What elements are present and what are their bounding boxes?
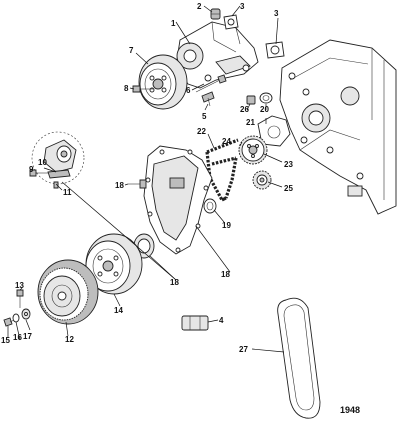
callout-19: 19 (222, 221, 231, 230)
bracket-10 (47, 169, 71, 179)
crank-sprocket (252, 170, 272, 190)
figure-number: 1948 (340, 405, 360, 415)
water-pump (175, 21, 259, 89)
serpentine-belt (277, 297, 321, 419)
seal-19 (203, 198, 217, 214)
callout-11: 11 (63, 188, 72, 197)
coupler-4 (181, 315, 209, 331)
bolt-13 (16, 289, 24, 308)
callout-21: 21 (246, 118, 255, 127)
bolt-9 (29, 169, 48, 177)
callout-14: 14 (114, 306, 123, 315)
fitting-2 (210, 8, 221, 20)
seal-20 (259, 92, 273, 104)
callout-20: 20 (260, 105, 269, 114)
gasket-3-upper (223, 14, 239, 30)
leader-lines (7, 5, 285, 353)
cam-sprocket (238, 135, 268, 165)
detail-inset (31, 131, 85, 185)
callout-26: 26 (240, 105, 249, 114)
stud-5 (201, 91, 215, 107)
plug-26 (246, 95, 256, 105)
callout-15: 15 (1, 336, 10, 345)
timing-cover (143, 145, 213, 255)
callout-18-right: 18 (221, 270, 230, 279)
callout-3-upper: 3 (240, 2, 245, 11)
callout-18-left: 18 (115, 181, 124, 190)
screw-11 (53, 181, 59, 189)
callout-8: 8 (124, 84, 129, 93)
callout-25: 25 (284, 184, 293, 193)
callout-7: 7 (129, 46, 134, 55)
bolt-8 (132, 85, 154, 93)
callout-27: 27 (239, 345, 248, 354)
callout-23: 23 (284, 160, 293, 169)
callout-10: 10 (38, 158, 47, 167)
callout-2: 2 (197, 2, 202, 11)
bolt-18-upper (128, 179, 147, 189)
engine-block (279, 39, 397, 215)
timing-chain (205, 138, 239, 202)
callout-9: 9 (29, 165, 34, 174)
callout-18-bottom: 18 (170, 278, 179, 287)
harmonic-balancer (85, 233, 143, 295)
callout-labels: 1 2 3 3 4 5 6 7 8 9 10 11 12 13 14 15 16… (1, 2, 360, 415)
callout-6: 6 (186, 86, 191, 95)
callout-17: 17 (23, 332, 32, 341)
callout-16: 16 (13, 333, 22, 342)
gasket-3-right (265, 41, 285, 59)
washer-17 (21, 308, 31, 320)
crank-pulley (37, 259, 99, 325)
stud-6 (195, 74, 227, 93)
callout-13: 13 (15, 281, 24, 290)
callout-24: 24 (222, 137, 231, 146)
pump-pulley (138, 54, 188, 110)
washer-16 (12, 313, 20, 323)
callout-22: 22 (197, 127, 206, 136)
callout-12: 12 (65, 335, 74, 344)
callout-5: 5 (202, 112, 207, 121)
callout-3-right: 3 (274, 9, 279, 18)
callout-4: 4 (219, 316, 224, 325)
callout-1: 1 (171, 19, 176, 28)
